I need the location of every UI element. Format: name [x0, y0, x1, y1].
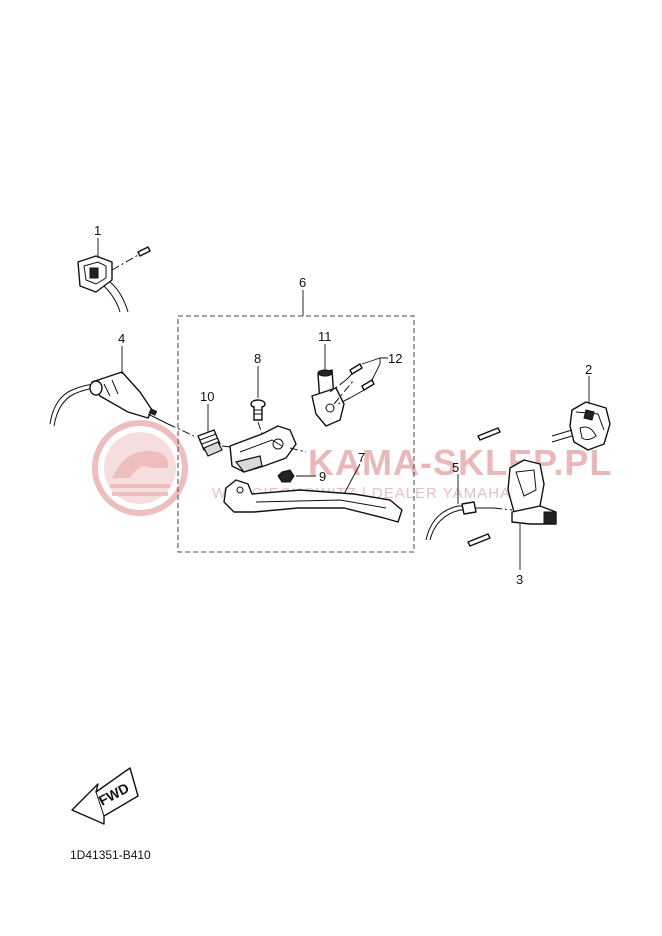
callout-2: 2	[585, 362, 592, 377]
callout-1: 1	[94, 223, 101, 238]
part-7-clutch-lever	[223, 479, 403, 523]
callout-3: 3	[516, 572, 523, 587]
callout-9: 9	[319, 469, 326, 484]
part-1-switch-bracket	[77, 246, 151, 313]
watermark-brand: KAMA-SKLEP.PL	[308, 442, 612, 483]
part-4-clutch-cable	[49, 371, 195, 437]
part-12-screws	[329, 363, 375, 405]
diagram-code: 1D41351-B410	[70, 848, 151, 862]
lever-holder-body	[229, 425, 307, 473]
callout-12: 12	[388, 351, 402, 366]
callout-6: 6	[299, 275, 306, 290]
part-5-throttle-cable	[425, 427, 513, 547]
callout-11: 11	[318, 329, 332, 344]
assembly-6-boundary	[177, 315, 415, 553]
part-11-lever-holder	[311, 369, 355, 427]
callout-4: 4	[118, 331, 125, 346]
watermark-logo-icon	[92, 420, 188, 516]
callout-labels: 1 2 3 4 5 6 7 8 9 10 11 12	[94, 223, 592, 587]
callout-10: 10	[200, 389, 214, 404]
fwd-arrow-icon: FWD	[71, 767, 139, 825]
callout-8: 8	[254, 351, 261, 366]
callout-7: 7	[358, 450, 365, 465]
part-2-right-switch	[551, 401, 611, 451]
part-10-adjuster	[197, 429, 241, 457]
part-3-throttle-housing	[507, 459, 557, 525]
callout-5: 5	[452, 460, 459, 475]
part-9-nut	[277, 469, 295, 483]
part-8-bolt	[250, 399, 266, 441]
